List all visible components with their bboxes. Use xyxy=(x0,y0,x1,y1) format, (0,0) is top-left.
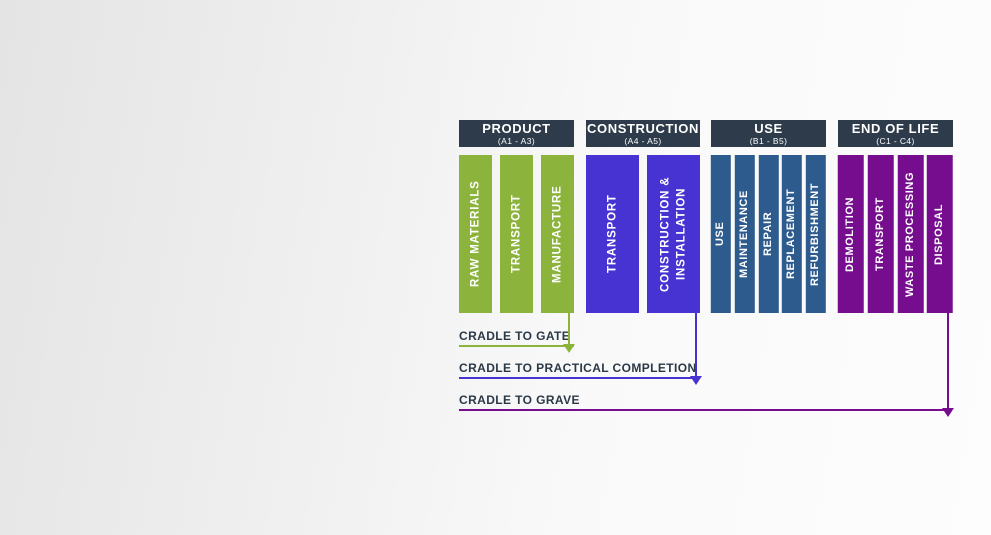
bar-eol-disposal: DISPOSAL xyxy=(927,155,953,313)
section-range-product: (A1 - A3) xyxy=(497,135,536,146)
bar-eol-demolition: DEMOLITION xyxy=(838,155,864,313)
bar-product-manufacture: MANUFACTURE xyxy=(541,155,574,313)
bar-use-maintenance: MAINTENANCE xyxy=(734,155,755,313)
bar-construction-transport: TRANSPORT xyxy=(586,155,639,313)
section-title-construction: CONSTRUCTION xyxy=(587,120,699,136)
section-product: PRODUCT (A1 - A3) RAW MATERIALS TRANSPOR… xyxy=(459,120,574,313)
section-header-use: USE (B1 - B5) xyxy=(711,120,826,147)
bar-use-repair: REPAIR xyxy=(758,155,779,313)
bar-use-use: USE xyxy=(711,155,731,313)
cradle-to-practical-completion-line xyxy=(695,313,697,378)
section-use: USE (B1 - B5) USE MAINTENANCE REPAIR REP… xyxy=(711,120,826,313)
section-construction: CONSTRUCTION (A4 - A5) TRANSPORT CONSTRU… xyxy=(586,120,700,313)
cradle-to-gate-arrowhead-icon xyxy=(563,344,575,353)
bar-eol-transport: TRANSPORT xyxy=(867,155,894,313)
section-end-of-life: END OF LIFE (C1 - C4) DEMOLITION TRANSPO… xyxy=(838,120,953,313)
bars-product: RAW MATERIALS TRANSPORT MANUFACTURE xyxy=(459,155,574,313)
bars-use: USE MAINTENANCE REPAIR REPLACEMENT REFUR… xyxy=(711,155,826,313)
section-header-product: PRODUCT (A1 - A3) xyxy=(459,120,574,147)
cradle-to-practical-completion-arrowhead-icon xyxy=(690,376,702,385)
bars-end-of-life: DEMOLITION TRANSPORT WASTE PROCESSING DI… xyxy=(838,155,953,313)
bar-product-raw-materials: RAW MATERIALS xyxy=(459,155,492,313)
section-range-use: (B1 - B5) xyxy=(749,135,788,146)
cradle-to-practical-completion-label: CRADLE TO PRACTICAL COMPLETION xyxy=(459,362,700,379)
section-range-construction: (A4 - A5) xyxy=(624,135,662,146)
bar-construction-installation: CONSTRUCTION & INSTALLATION xyxy=(647,155,700,313)
section-header-construction: CONSTRUCTION (A4 - A5) xyxy=(586,120,700,147)
bar-use-refurbishment: REFURBISHMENT xyxy=(806,155,826,313)
bars-construction: TRANSPORT CONSTRUCTION & INSTALLATION xyxy=(586,155,700,313)
bar-use-replacement: REPLACEMENT xyxy=(782,155,803,313)
bar-product-transport: TRANSPORT xyxy=(500,155,533,313)
section-title-end-of-life: END OF LIFE xyxy=(851,120,940,136)
cradle-to-gate-label: CRADLE TO GATE xyxy=(459,330,574,347)
section-title-use: USE xyxy=(754,120,783,136)
section-header-end-of-life: END OF LIFE (C1 - C4) xyxy=(838,120,953,147)
cradle-to-gate-line xyxy=(568,313,570,346)
cradle-to-grave-label: CRADLE TO GRAVE xyxy=(459,394,951,411)
section-title-product: PRODUCT xyxy=(482,120,551,136)
cradle-to-grave-line xyxy=(947,313,949,410)
bar-eol-waste-processing: WASTE PROCESSING xyxy=(897,155,924,313)
section-range-end-of-life: (C1 - C4) xyxy=(876,135,915,146)
cradle-to-grave-arrowhead-icon xyxy=(942,408,954,417)
